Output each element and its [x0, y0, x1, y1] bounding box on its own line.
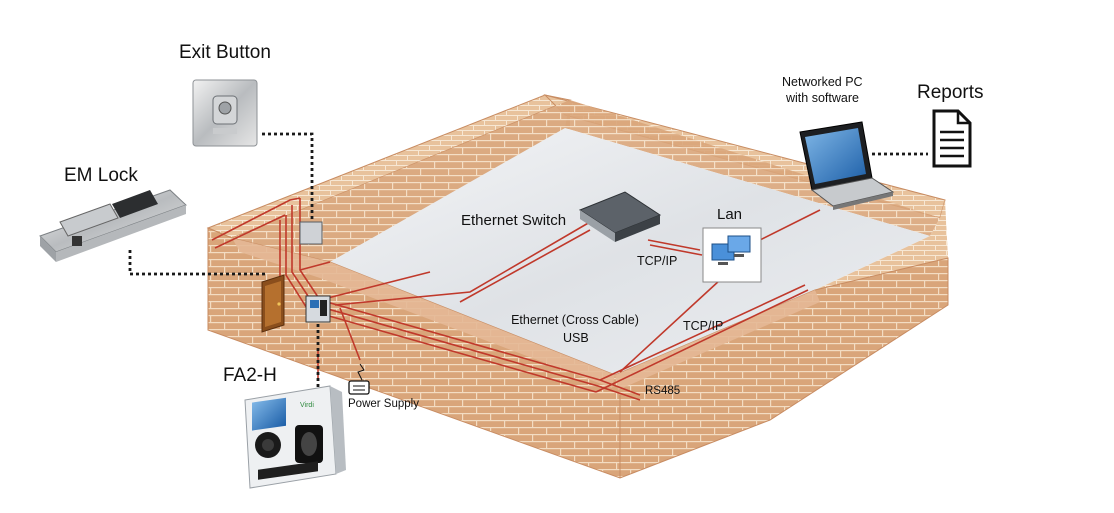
reports-label: Reports: [917, 82, 984, 103]
wall-terminal: [305, 295, 331, 323]
ethernet-cross-cable-label: Ethernet (Cross Cable): [511, 313, 639, 327]
em-lock-label: EM Lock: [64, 165, 138, 186]
power-supply-icon: [348, 363, 370, 395]
ethernet-switch-device: [578, 191, 662, 242]
fa2h-logo: Virdi: [300, 402, 314, 409]
lan-icon: [702, 227, 762, 283]
networked-pc-line2: with software: [786, 90, 859, 105]
rs485-label: RS485: [645, 385, 681, 397]
power-supply-label: Power Supply: [348, 398, 419, 410]
ethernet-switch-label: Ethernet Switch: [461, 212, 567, 229]
exit-button-device: [192, 79, 258, 147]
fa2h-device: Virdi: [244, 385, 346, 489]
floor: [330, 128, 930, 375]
fa2h-label: FA2-H: [223, 365, 277, 386]
wall-exit-switch: [299, 221, 323, 245]
laptop-device: [799, 121, 895, 210]
dashed-connectors: [128, 132, 928, 398]
tcpip-upper-label: TCP/IP: [637, 254, 678, 268]
usb-label: USB: [563, 331, 589, 345]
networked-pc-label: Networked PC with software: [782, 75, 863, 106]
exit-button-label: Exit Button: [179, 42, 271, 63]
building-walls: [206, 94, 949, 479]
tcpip-lower-label: TCP/IP: [683, 319, 724, 333]
networked-pc-line1: Networked PC: [782, 75, 863, 89]
lan-label: Lan: [717, 206, 743, 223]
document-icon: [932, 109, 972, 168]
door: [261, 274, 285, 333]
em-lock-device: [39, 189, 187, 262]
